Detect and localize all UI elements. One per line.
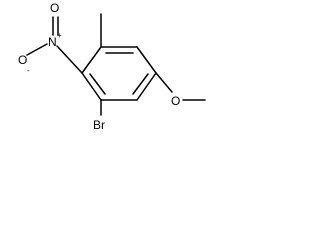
nitro-oxygen-double-label: O	[50, 1, 59, 15]
benzene-ring	[81, 46, 157, 101]
structure-diagram: N + O - O Br O	[18, 1, 206, 132]
nitro-bond-c-n	[56, 45, 83, 74]
methoxy-bond-c-o	[155, 72, 173, 93]
ring-double-bond-inner-3	[89, 73, 106, 95]
ring-double-bond-inner-2	[132, 73, 149, 95]
nitro-bond-n-o-single	[26, 43, 48, 56]
nitro-oxygen-single-label: O	[18, 53, 27, 67]
nitro-nitrogen-charge: +	[57, 31, 62, 40]
nitro-oxygen-charge: -	[27, 66, 30, 75]
ring-bond-c1-c2	[81, 46, 102, 74]
ether-oxygen-label: O	[171, 94, 180, 108]
ring-bond-c3-c4	[136, 46, 157, 74]
ring-bond-c6-c1	[81, 72, 102, 101]
bromine-label: Br	[93, 118, 105, 132]
ring-bond-c4-c5	[136, 72, 157, 101]
nitro-nitrogen-label: N	[48, 35, 57, 49]
